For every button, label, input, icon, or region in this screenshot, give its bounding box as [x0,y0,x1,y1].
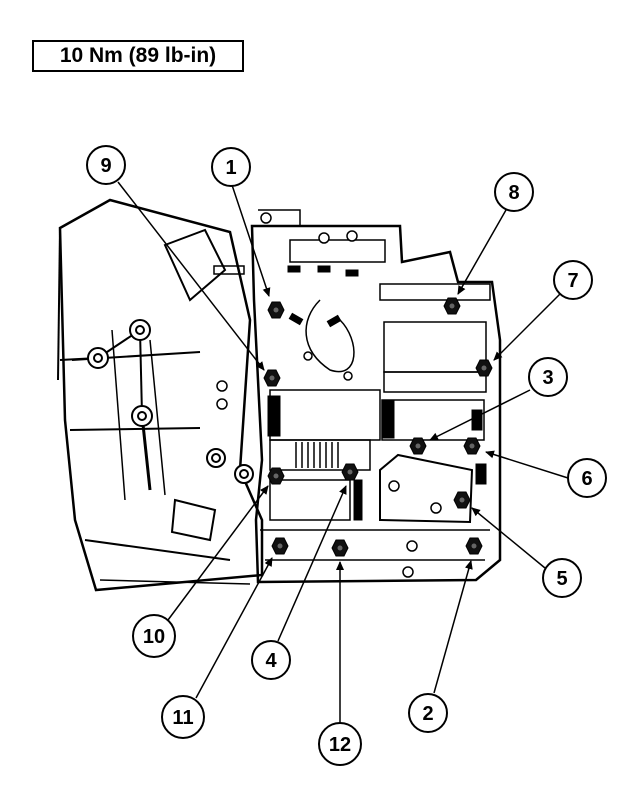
valve-body-bolts [263,297,493,557]
leader-lines [117,181,569,723]
valve-body-holes [216,212,442,578]
leader-line-8 [457,209,507,295]
callout-12-number: 12 [329,734,351,756]
leader-line-5 [471,507,546,569]
torque-spec-label: 10 Nm (89 lb-in) [32,40,244,72]
callout-6-number: 6 [581,468,592,490]
callout-3-number: 3 [542,367,553,389]
callout-2-number: 2 [422,703,433,725]
callout-8-number: 8 [508,182,519,204]
shift-linkage [59,319,254,491]
callout-1: 1 [211,147,251,187]
callout-2: 2 [408,693,448,733]
bolt-centers [269,303,487,551]
callout-9: 9 [86,145,126,185]
callout-11-number: 11 [172,707,193,729]
callout-10-number: 10 [143,626,165,648]
leader-line-4 [277,485,347,642]
transmission-case [57,198,264,592]
callout-12: 12 [318,722,362,766]
spring-coil [295,442,339,468]
callout-7: 7 [553,260,593,300]
callout-3: 3 [528,357,568,397]
leader-line-3 [429,389,531,441]
leader-line-6 [485,450,569,479]
leader-line-7 [493,293,561,361]
leader-line-1 [231,184,271,297]
valve-body-details [213,265,487,521]
leader-line-9 [117,181,265,371]
callout-4-number: 4 [265,650,277,672]
callout-6: 6 [567,458,607,498]
callout-10: 10 [132,614,176,658]
leader-line-10 [167,485,269,621]
callout-11: 11 [161,695,205,739]
callout-5: 5 [542,558,582,598]
callout-1-number: 1 [225,157,236,179]
callout-5-number: 5 [556,568,567,590]
callout-4: 4 [251,640,291,680]
callout-7-number: 7 [567,270,578,292]
callout-8: 8 [494,172,534,212]
leader-line-11 [195,557,273,699]
callout-9-number: 9 [100,155,111,177]
leader-line-2 [433,560,473,694]
